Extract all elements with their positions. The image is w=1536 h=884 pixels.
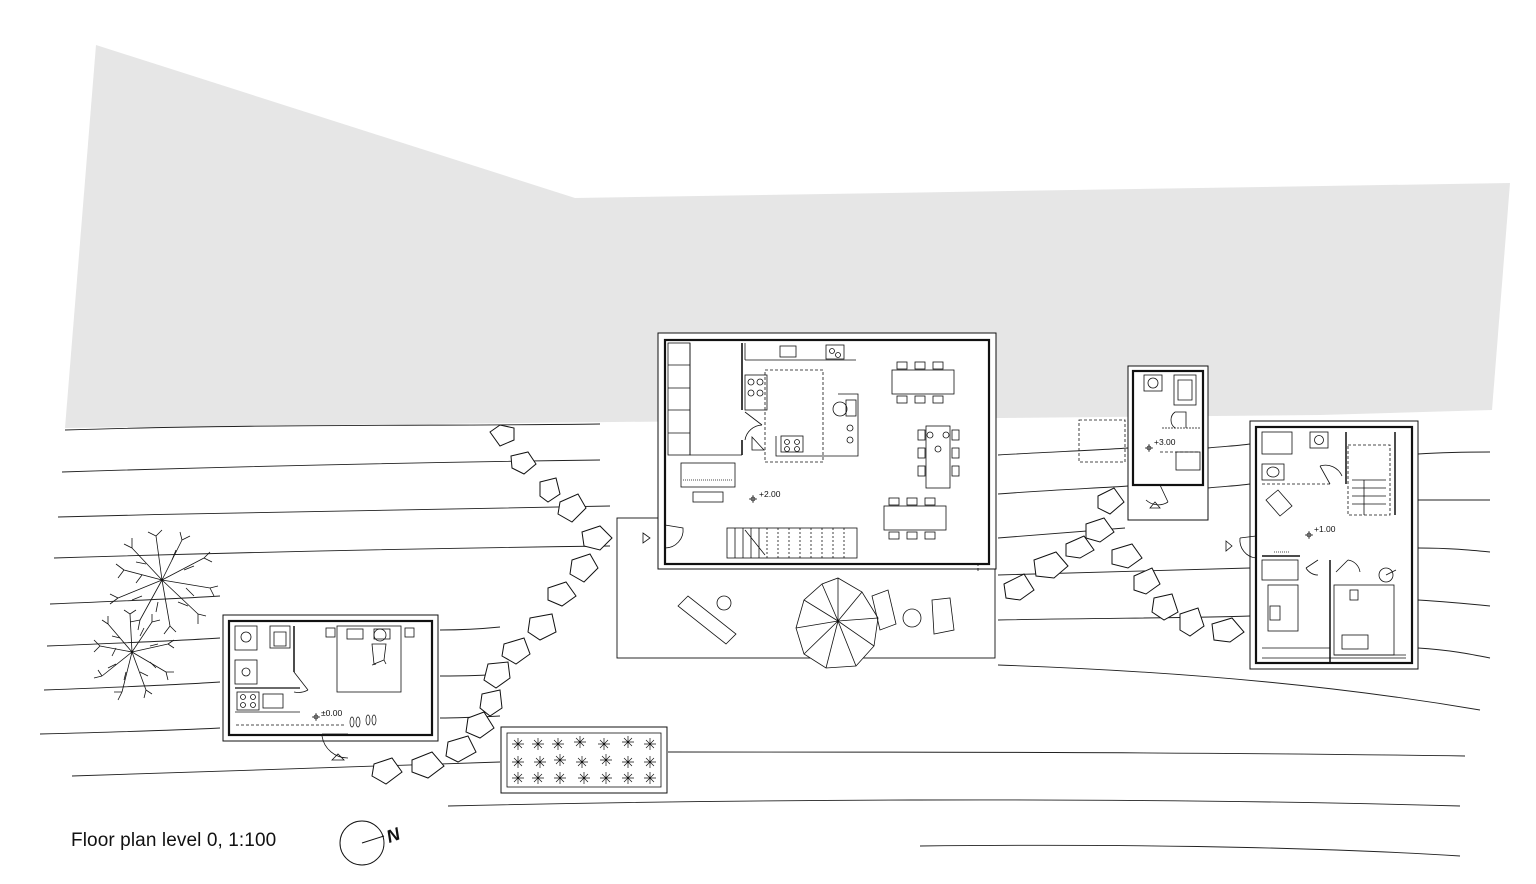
svg-text:+2.00: +2.00 — [759, 489, 781, 499]
small-cabin: ±0.00 — [222, 614, 439, 761]
level-marker-cabin: ±0.00 — [312, 708, 342, 721]
guest-house-door — [1239, 535, 1257, 559]
storage-cabinets — [667, 342, 743, 456]
staircase — [726, 527, 858, 559]
drawing-caption: Floor plan level 0, 1:100 — [71, 830, 277, 851]
svg-text:+3.00: +3.00 — [1154, 437, 1176, 447]
hillside-area — [65, 45, 1510, 428]
svg-text:+1.00: +1.00 — [1314, 524, 1336, 534]
level-marker-bath: +3.00 — [1145, 437, 1176, 452]
svg-text:±0.00: ±0.00 — [321, 708, 342, 718]
main-house: +2.00 — [616, 332, 997, 669]
dining-table-bottom — [883, 497, 947, 540]
north-arrow-icon: N — [339, 820, 404, 866]
stepping-stones-path — [371, 424, 1245, 785]
kitchen — [744, 343, 859, 463]
dining-table-top — [891, 361, 955, 404]
bath-pavilion: +3.00 — [1078, 365, 1209, 521]
piano — [680, 462, 736, 503]
tree-symbols — [93, 529, 219, 701]
guest-house: +1.00 — [1225, 420, 1419, 670]
planter-bed — [500, 726, 668, 794]
terrace-furniture — [677, 577, 955, 669]
bath-pavilion-entry-marker — [1149, 501, 1161, 509]
guest-house-entry-marker — [1225, 540, 1233, 552]
dining-table-side — [917, 425, 960, 489]
small-cabin-door — [321, 733, 349, 759]
plant-symbols — [512, 736, 656, 784]
entry-marker — [642, 532, 651, 544]
small-cabin-entry-marker — [331, 753, 345, 761]
level-marker-guest: +1.00 — [1305, 524, 1336, 539]
svg-text:N: N — [384, 823, 404, 847]
main-house-door — [664, 524, 684, 549]
shoes — [349, 714, 377, 728]
level-marker-main: +2.00 — [749, 489, 781, 503]
